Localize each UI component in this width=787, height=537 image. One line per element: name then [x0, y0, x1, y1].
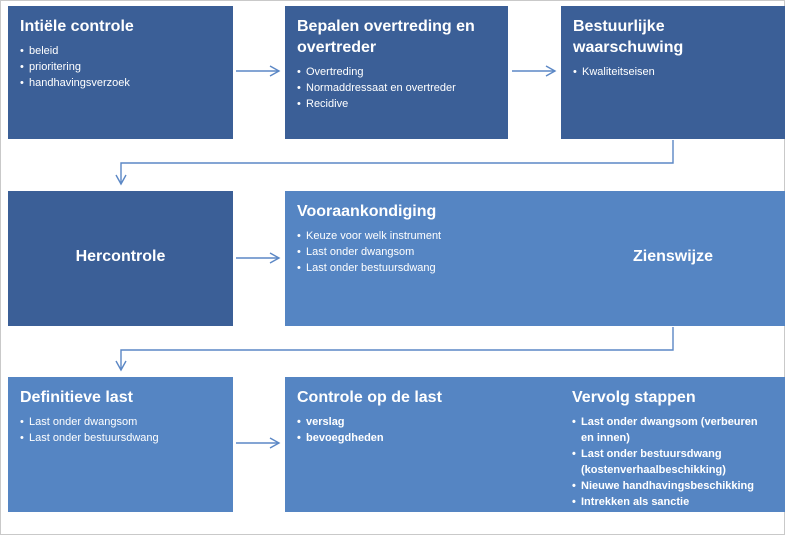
list-item: Last onder dwangsom (verbeuren en innen): [572, 414, 772, 446]
list-item: verslag: [297, 414, 537, 430]
list-item: handhavingsverzoek: [20, 75, 221, 91]
list-item: Last onder dwangsom: [297, 244, 773, 260]
box-bepalen-overtreding: Bepalen overtreding en overtreder Overtr…: [285, 6, 508, 139]
box-vooraankondiging: Vooraankondiging Keuze voor welk instrum…: [285, 191, 785, 326]
list-item: Intrekken als sanctie: [572, 494, 772, 510]
box-definitieve-last: Definitieve last Last onder dwangsom Las…: [8, 377, 233, 512]
box-title: Intiële controle: [20, 18, 134, 35]
list-item: Overtreding: [297, 64, 496, 80]
arrow-row2-row3: [115, 327, 674, 372]
zienswijze-label: Zienswijze: [633, 248, 714, 265]
list-item: Keuze voor welk instrument: [297, 228, 773, 244]
box-title: Hercontrole: [75, 248, 166, 265]
box-title: Vervolg stappen: [572, 389, 696, 406]
list-item: Recidive: [297, 96, 496, 112]
list-item: Last onder bestuursdwang: [20, 430, 221, 446]
box-title: Bepalen overtreding en overtreder: [297, 18, 475, 56]
box-hercontrole: Hercontrole: [8, 191, 233, 326]
list-item: Kwaliteitseisen: [573, 64, 773, 80]
box-title: Controle op de last: [297, 389, 442, 406]
list-item: bevoegdheden: [297, 430, 537, 446]
list-item: beleid: [20, 43, 221, 59]
box-controle-vervolg: Controle op de last verslag bevoegdheden…: [285, 377, 785, 512]
controle-op-de-last: Controle op de last verslag bevoegdheden: [297, 387, 537, 446]
box-title: Definitieve last: [20, 389, 133, 406]
list-item: prioritering: [20, 59, 221, 75]
list-item: Last onder bestuursdwang (kostenverhaalb…: [572, 446, 772, 478]
box-initiele-controle: Intiële controle beleid prioritering han…: [8, 6, 233, 139]
arrow-row1-row2: [115, 140, 674, 186]
list-item: Normaddressaat en overtreder: [297, 80, 496, 96]
box-title: Bestuurlijke waarschuwing: [573, 18, 684, 56]
box-title: Vooraankondiging: [297, 203, 437, 220]
list-item: Last onder bestuursdwang: [297, 260, 773, 276]
list-item: Nieuwe handhavingsbeschikking: [572, 478, 772, 494]
list-item: Last onder dwangsom: [20, 414, 221, 430]
vervolg-stappen: Vervolg stappen Last onder dwangsom (ver…: [572, 387, 772, 510]
box-bestuurlijke-waarschuwing: Bestuurlijke waarschuwing Kwaliteitseise…: [561, 6, 785, 139]
